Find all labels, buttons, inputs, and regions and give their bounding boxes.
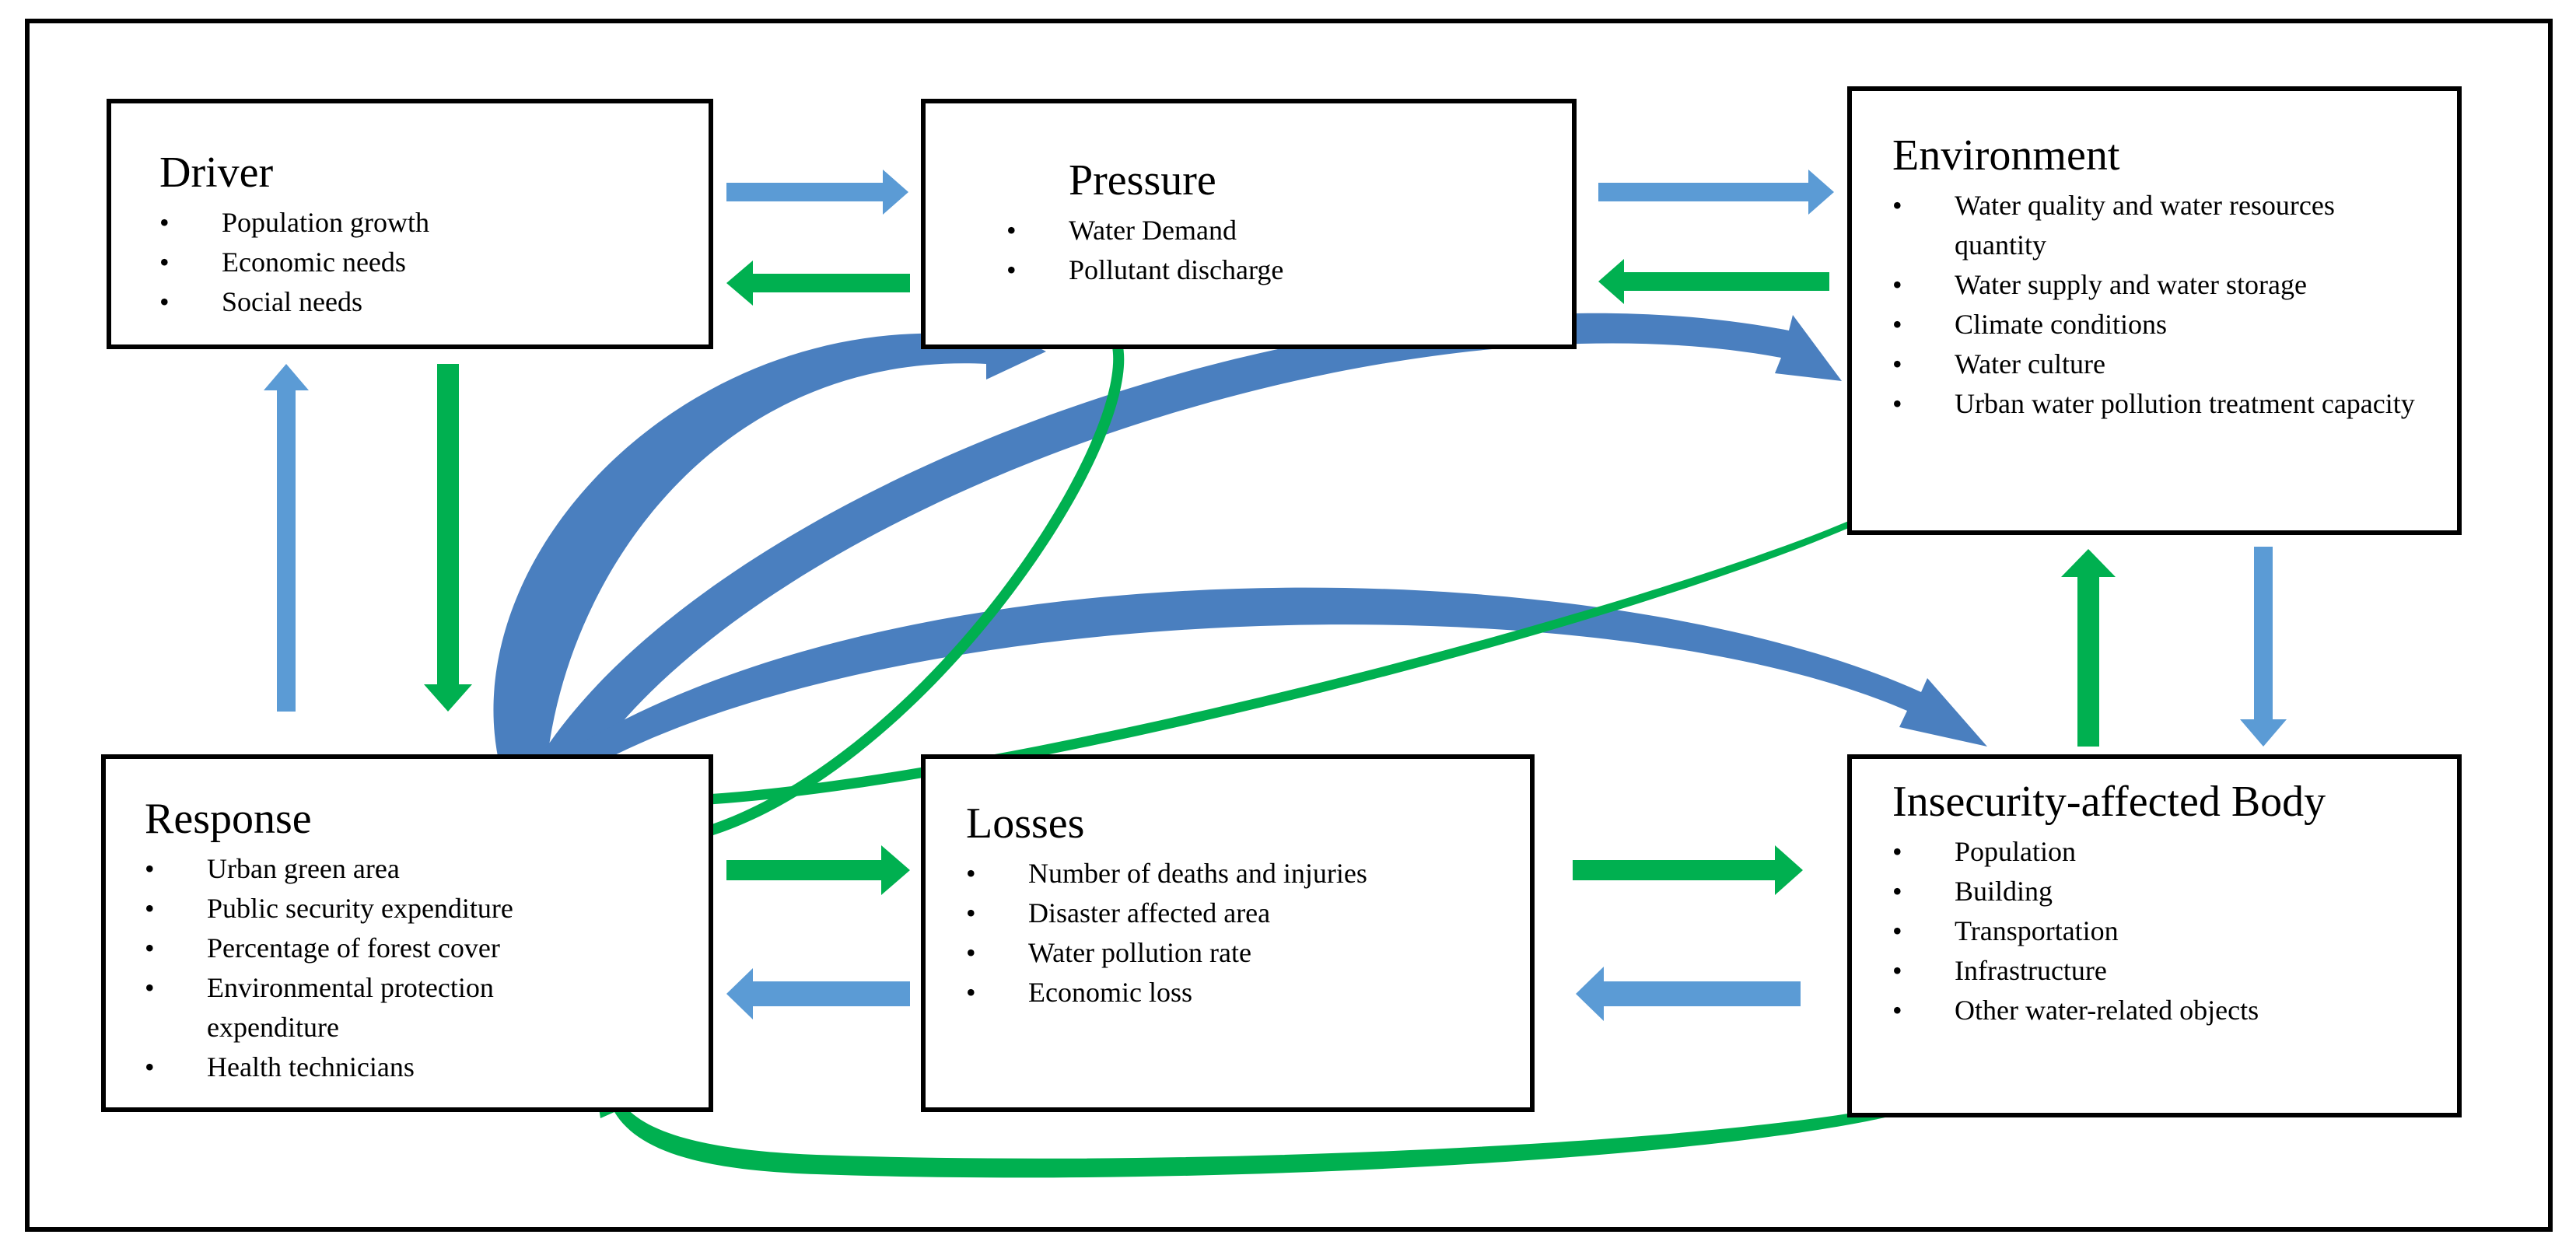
curve-body-to-response [595,1081,1979,1178]
list-item: Pollutant discharge [1006,250,1572,290]
arrow-response-to-driver [264,364,309,712]
environment-list: Water quality and water resources quanti… [1892,186,2421,424]
list-item: Climate conditions [1892,305,2421,344]
curve-response-to-body [529,587,1987,785]
list-item: Water Demand [1006,211,1572,250]
losses-title: Losses [966,799,1085,848]
arrow-driver-to-response [424,364,472,712]
arrow-losses-to-body [1573,845,1803,895]
list-item: Water pollution rate [966,933,1530,973]
driver-title: Driver [159,149,274,197]
list-item: Water supply and water storage [1892,265,2421,305]
list-item: Social needs [159,282,709,322]
response-box: Response Urban green area Public securit… [101,754,713,1112]
list-item: Transportation [1892,911,2457,951]
insecurity-affected-body-box: Insecurity-affected Body Population Buil… [1847,754,2462,1117]
list-item: Number of deaths and injuries [966,854,1530,894]
arrow-body-to-environment [2061,549,2116,747]
arrow-environment-to-pressure [1598,259,1829,304]
list-item: Urban green area [145,849,611,889]
curve-response-to-pressure [493,319,1046,807]
list-item: Other water-related objects [1892,991,2457,1030]
arrow-response-to-losses [726,845,910,895]
list-item: Public security expenditure [145,889,611,929]
list-item: Infrastructure [1892,951,2457,991]
arrow-driver-to-pressure [726,170,908,215]
arrow-environment-to-body [2240,547,2287,747]
driver-list: Population growth Economic needs Social … [159,203,709,322]
diagram-frame [25,19,2553,1232]
pressure-list: Water Demand Pollutant discharge [1006,211,1572,290]
list-item: Population growth [159,203,709,243]
list-item: Population [1892,832,2457,872]
driver-box: Driver Population growth Economic needs … [107,99,713,349]
arrow-body-to-losses [1576,967,1801,1021]
pressure-box: Pressure Water Demand Pollutant discharg… [921,99,1577,349]
arrow-pressure-to-driver [726,261,910,306]
list-item: Urban water pollution treatment capacity [1892,384,2421,424]
curve-response-to-environment [513,313,1842,807]
list-item: Building [1892,872,2457,911]
body-title: Insecurity-affected Body [1892,778,2326,826]
response-list: Urban green area Public security expendi… [145,849,611,1087]
body-list: Population Building Transportation Infra… [1892,832,2457,1030]
list-item: Economic loss [966,973,1530,1012]
pressure-title: Pressure [1069,156,1216,205]
list-item: Disaster affected area [966,894,1530,933]
arrow-losses-to-response [726,968,910,1019]
list-item: Water quality and water resources quanti… [1892,186,2421,265]
response-title: Response [145,795,312,843]
environment-title: Environment [1892,131,2120,180]
list-item: Water culture [1892,344,2421,384]
list-item: Economic needs [159,243,709,282]
losses-list: Number of deaths and injuries Disaster a… [966,854,1530,1012]
arrow-pressure-to-environment [1598,170,1834,215]
environment-box: Environment Water quality and water reso… [1847,86,2462,535]
list-item: Health technicians [145,1047,611,1087]
losses-box: Losses Number of deaths and injuries Dis… [921,754,1535,1112]
list-item: Percentage of forest cover [145,929,611,968]
list-item: Environmental protection expenditure [145,968,611,1047]
